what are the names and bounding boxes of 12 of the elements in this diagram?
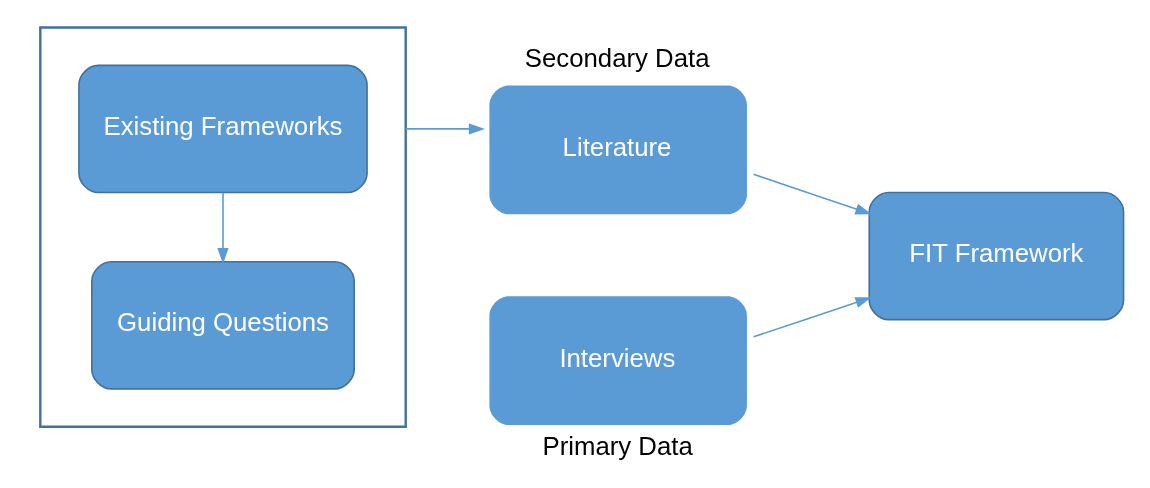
node-box: FIT Framework (867, 191, 1124, 321)
arrow (752, 297, 871, 338)
node-box: Interviews (488, 296, 747, 426)
arrow (404, 123, 485, 135)
node-box: Existing Frameworks (77, 64, 368, 194)
arrow (216, 191, 229, 265)
node-box: Guiding Questions (90, 260, 355, 390)
cluster (38, 26, 407, 428)
arrow (752, 173, 871, 215)
node-box: Literature (488, 85, 747, 215)
node-label: Secondary Data (524, 44, 709, 73)
node-label: Primary Data (542, 432, 693, 461)
